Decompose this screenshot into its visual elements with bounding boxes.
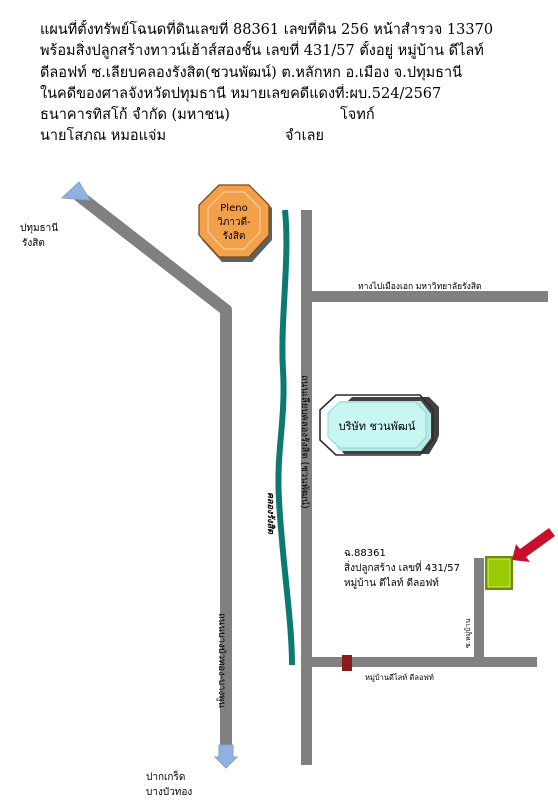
soi-label: ซ.หมู่บ้าน bbox=[464, 618, 472, 648]
plaintiff-line: ธนาคารทิสโก้ จำกัด (มหาชน) โจทก์ bbox=[40, 105, 555, 126]
plaintiff-name: ธนาคารทิสโก้ จำกัด (มหาชน) bbox=[40, 107, 230, 124]
company-building: บริษัท ชวนพัฒน์ bbox=[319, 394, 439, 456]
direction-south-label-1: ปากเกร็ด bbox=[146, 769, 185, 783]
header-line-2: พร้อมสิ่งปลูกสร้างทาวน์เฮ้าส์สองชั้น เลข… bbox=[40, 43, 484, 60]
company-label: บริษัท ชวนพัฒน์ bbox=[339, 420, 416, 433]
defendant-role: จำเลย bbox=[285, 128, 324, 145]
defendant-line: นายโสภณ หมอแจ่ม จำเลย bbox=[40, 126, 555, 147]
pointer-arrow-icon bbox=[512, 528, 555, 562]
defendant-name: นายโสภณ หมอแจ่ม bbox=[40, 128, 167, 145]
building-label: สิ่งปลูกสร้าง เลขที่ 431/57 bbox=[344, 560, 460, 574]
deed-label: ฉ.88361 bbox=[344, 548, 386, 559]
direction-south-label-2: บางบัวทอง bbox=[146, 787, 192, 798]
direction-north-label-2: รังสิต bbox=[22, 238, 45, 249]
direction-north-label-1: ปทุมธานี bbox=[20, 222, 58, 234]
header-line-3: ดีลอฟท์ ซ.เลียบคลองรังสิต(ชวนพัฒน์) ต.หล… bbox=[40, 64, 463, 81]
pleno-label-3: รังสิต bbox=[223, 231, 246, 242]
main-road-label: ถนนบางบัวทอง-บางพูน bbox=[216, 613, 227, 708]
main-road bbox=[74, 190, 232, 748]
side-road-label: ถนนเลียบคลองรังสิต (ชวนพัฒน์) bbox=[299, 375, 311, 509]
side-road bbox=[301, 210, 312, 765]
pleno-label-1: Pleno bbox=[220, 203, 247, 214]
canal bbox=[275, 209, 295, 666]
village-gate bbox=[342, 655, 352, 671]
arrow-north-icon bbox=[60, 181, 91, 201]
pleno-label-2: วิภาวดี- bbox=[217, 216, 251, 228]
village-soi bbox=[474, 558, 484, 662]
header-line-1: แผนที่ตั้งทรัพย์โฉนดที่ดินเลขที่ 88361 เ… bbox=[40, 22, 494, 38]
pleno-building: Pleno วิภาวดี- รังสิต bbox=[198, 184, 272, 262]
east-road bbox=[301, 291, 548, 302]
village-road-label: หมู่บ้านดีไลท์ ดีลอฟท์ bbox=[365, 673, 434, 682]
header-line-4: ในคดีของศาลจังหวัดปทุมธานี หมายเลขคดีแดง… bbox=[40, 85, 442, 102]
village-label: หมู่บ้าน ดีไลท์ ดีลอฟท์ bbox=[344, 577, 439, 589]
village-road bbox=[301, 657, 537, 667]
canal-label: คลองรังสิต bbox=[265, 492, 276, 535]
header-text: แผนที่ตั้งทรัพย์โฉนดที่ดินเลขที่ 88361 เ… bbox=[40, 20, 555, 148]
arrow-south-icon bbox=[213, 744, 239, 769]
east-road-label: ทางไปเมืองเอก มหาวิทยาลัยรังสิต bbox=[358, 281, 482, 292]
target-property bbox=[485, 556, 513, 590]
plaintiff-role: โจทก์ bbox=[340, 107, 375, 124]
